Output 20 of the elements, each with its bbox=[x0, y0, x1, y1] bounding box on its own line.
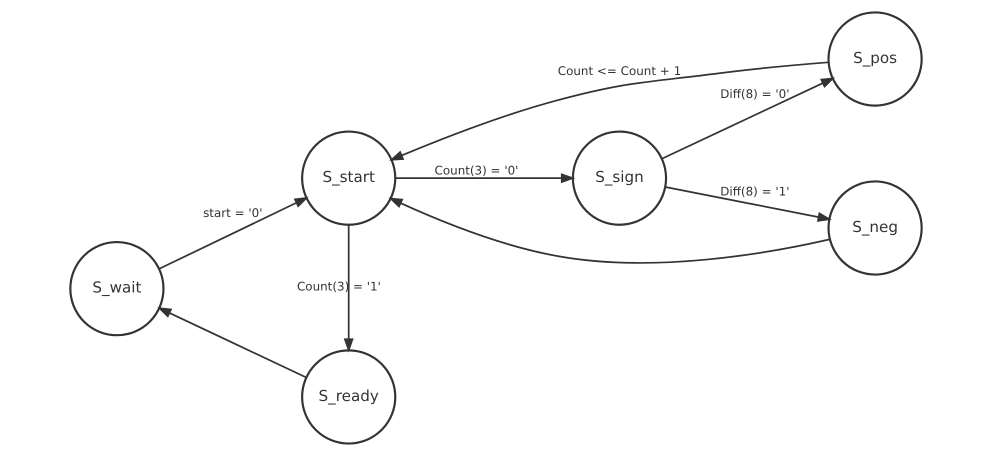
arrow bbox=[394, 173, 575, 184]
node-circle: S_neg bbox=[826, 180, 922, 276]
edge-label: Diff(8) = '1' bbox=[720, 184, 789, 198]
arrow bbox=[158, 196, 308, 270]
node-circle: S_ready bbox=[300, 349, 396, 445]
node-circle: S_start bbox=[300, 130, 396, 226]
node-circle: S_wait bbox=[68, 241, 164, 336]
arrow bbox=[388, 61, 828, 161]
edge-label: Diff(8) = '0' bbox=[720, 86, 789, 101]
arrow bbox=[156, 307, 306, 378]
edge-label: start = '0' bbox=[202, 206, 262, 220]
arrow bbox=[343, 225, 354, 353]
node-circle: S_pos bbox=[826, 11, 922, 107]
arrow bbox=[664, 186, 832, 222]
edge-label: Count(3) = '1' bbox=[296, 280, 380, 294]
arrow bbox=[660, 77, 835, 160]
arrow bbox=[388, 197, 830, 264]
edge-label: Count <= Count + 1 bbox=[557, 64, 681, 78]
edge-label: Count(3) = '0' bbox=[434, 164, 518, 178]
node-circle: S_sign bbox=[571, 130, 667, 226]
